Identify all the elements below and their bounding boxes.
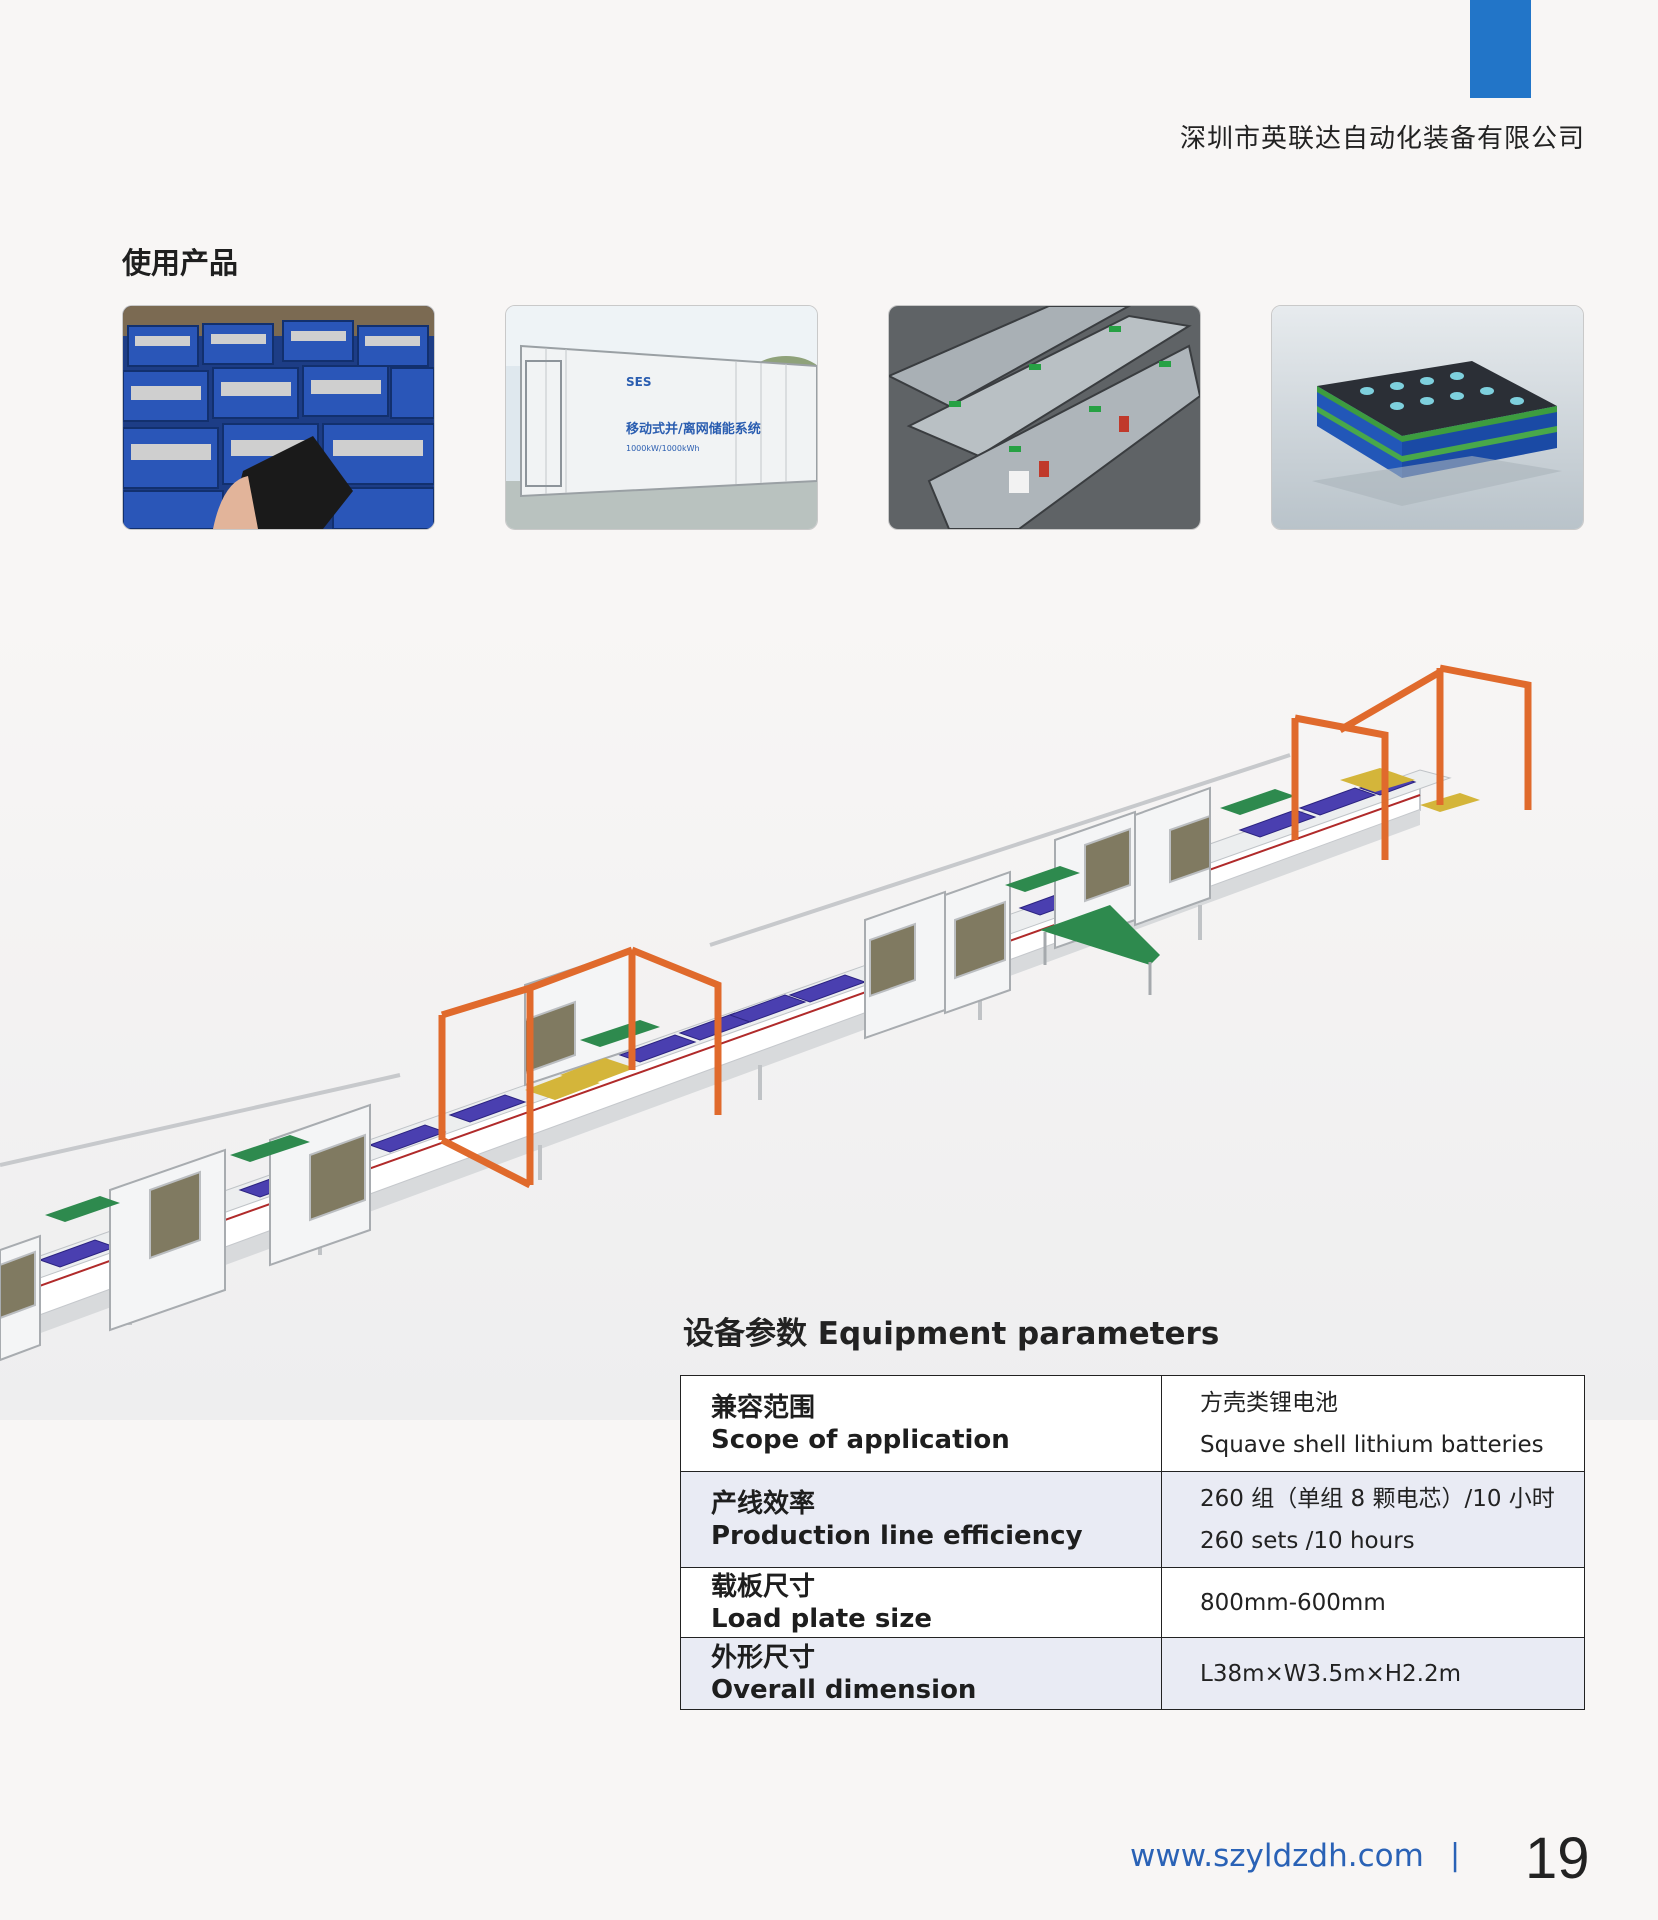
param-value: 260 组（单组 8 颗电芯）/10 小时 260 sets /10 hours bbox=[1161, 1471, 1585, 1568]
param-value-primary: 800mm-600mm bbox=[1200, 1589, 1386, 1616]
param-value-primary: 方壳类锂电池 bbox=[1200, 1389, 1338, 1416]
param-value-secondary: 260 sets /10 hours bbox=[1200, 1527, 1415, 1554]
battery-pack-photo bbox=[888, 305, 1201, 530]
container-sign-spec: 1000kW/1000kWh bbox=[626, 444, 700, 453]
battery-module-render bbox=[1271, 305, 1584, 530]
container-brand: SES bbox=[626, 375, 651, 389]
param-label-cn: 载板尺寸 bbox=[711, 1571, 816, 1602]
param-label: 兼容范围 Scope of application bbox=[680, 1375, 1162, 1472]
equipment-parameters-table: 兼容范围 Scope of application 方壳类锂电池 Squave … bbox=[680, 1375, 1585, 1710]
param-label-cn: 产线效率 bbox=[711, 1488, 816, 1519]
param-value: L38m×W3.5m×H2.2m bbox=[1161, 1637, 1585, 1710]
param-value: 方壳类锂电池 Squave shell lithium batteries bbox=[1161, 1375, 1585, 1472]
param-label-en: Overall dimension bbox=[711, 1674, 977, 1705]
param-label-en: Load plate size bbox=[711, 1603, 932, 1634]
param-label: 载板尺寸 Load plate size bbox=[680, 1567, 1162, 1638]
table-row: 载板尺寸 Load plate size 800mm-600mm bbox=[680, 1567, 1585, 1638]
param-label: 产线效率 Production line efficiency bbox=[680, 1471, 1162, 1568]
table-row: 产线效率 Production line efficiency 260 组（单组… bbox=[680, 1471, 1585, 1568]
param-label: 外形尺寸 Overall dimension bbox=[680, 1637, 1162, 1710]
param-label-en: Production line efficiency bbox=[711, 1520, 1083, 1551]
param-label-cn: 兼容范围 bbox=[711, 1392, 816, 1423]
blue-tab-accent bbox=[1470, 0, 1531, 98]
company-name: 深圳市英联达自动化装备有限公司 bbox=[1179, 124, 1585, 154]
footer-separator: | bbox=[1450, 1838, 1461, 1873]
page-number: 19 bbox=[1525, 1826, 1590, 1891]
products-title: 使用产品 bbox=[122, 246, 239, 280]
param-value: 800mm-600mm bbox=[1161, 1567, 1585, 1638]
param-label-cn: 外形尺寸 bbox=[711, 1642, 816, 1673]
table-row: 外形尺寸 Overall dimension L38m×W3.5m×H2.2m bbox=[680, 1637, 1585, 1710]
battery-cells-in-crates-photo bbox=[122, 305, 435, 530]
energy-storage-container-photo: SES 移动式并/离网储能系统 1000kW/1000kWh bbox=[505, 305, 818, 530]
table-row: 兼容范围 Scope of application 方壳类锂电池 Squave … bbox=[680, 1375, 1585, 1472]
container-sign-cn: 移动式并/离网储能系统 bbox=[626, 421, 761, 437]
equipment-parameters-title: 设备参数 Equipment parameters bbox=[683, 1316, 1220, 1352]
param-label-en: Scope of application bbox=[711, 1424, 1010, 1455]
website-link[interactable]: www.szyldzdh.com bbox=[1130, 1838, 1424, 1874]
param-value-secondary: Squave shell lithium batteries bbox=[1200, 1431, 1544, 1458]
param-value-primary: L38m×W3.5m×H2.2m bbox=[1200, 1660, 1462, 1687]
production-line-illustration bbox=[0, 600, 1658, 1420]
product-photos: SES 移动式并/离网储能系统 1000kW/1000kWh bbox=[122, 305, 1585, 530]
param-value-primary: 260 组（单组 8 颗电芯）/10 小时 bbox=[1200, 1485, 1555, 1512]
